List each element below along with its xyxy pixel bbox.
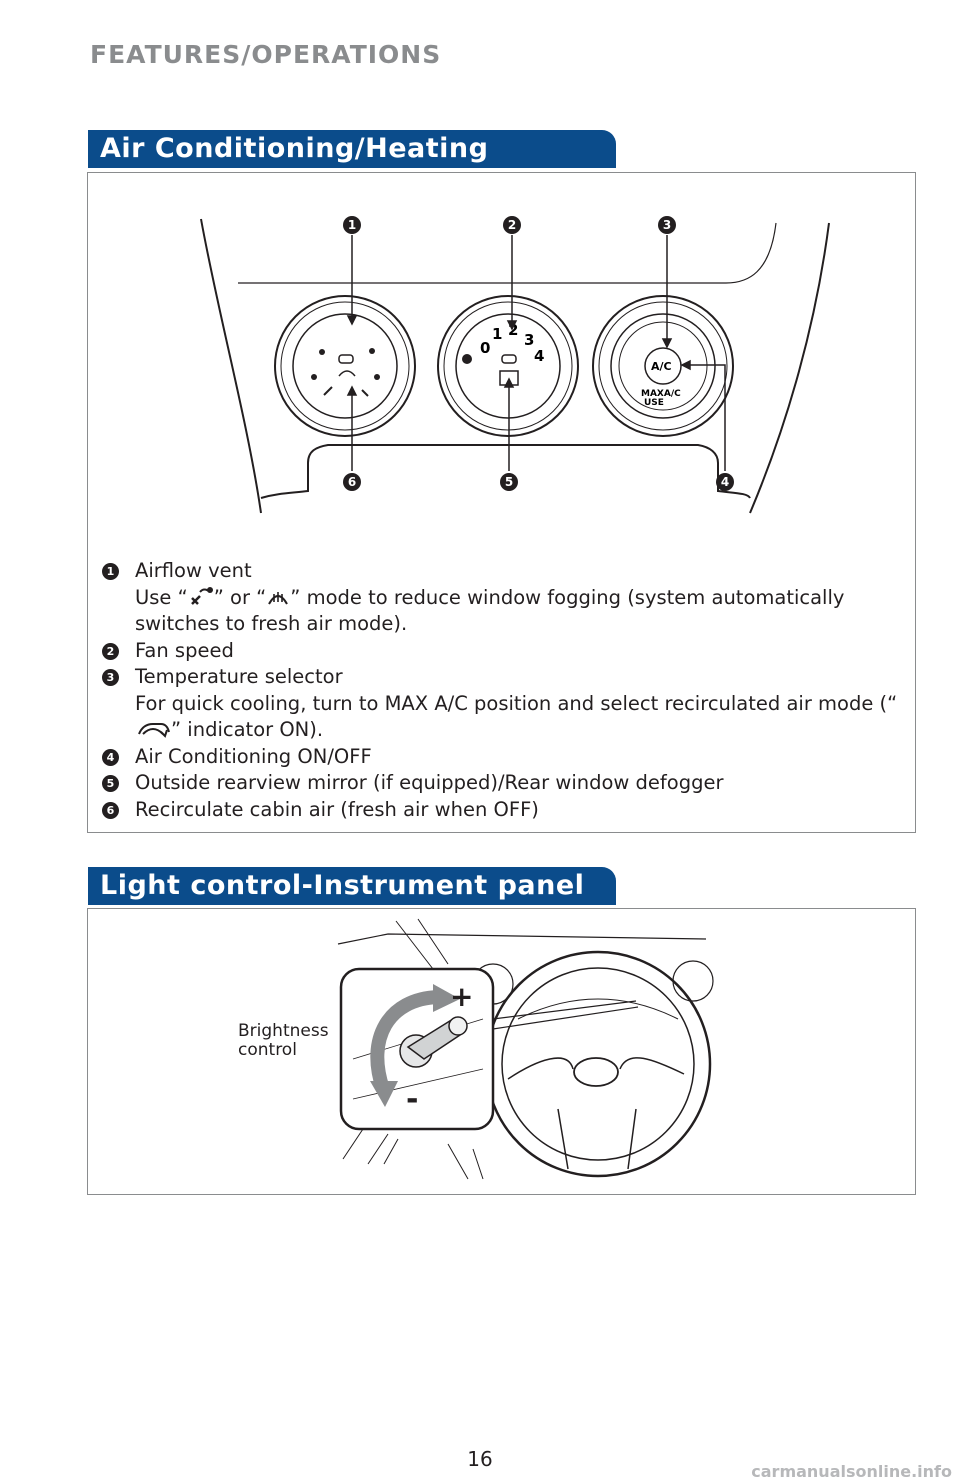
legend-title: Fan speed <box>135 638 234 662</box>
defrost-icon <box>268 591 289 605</box>
light-control-section: Brightness control + - <box>87 908 916 1195</box>
page-header: FEATURES/OPERATIONS <box>90 40 442 69</box>
recirculate-icon <box>138 723 170 738</box>
temperature-dial[interactable]: A/C MAXA/C USE <box>592 295 734 437</box>
fan-number-4: 4 <box>534 347 544 365</box>
brightness-control-label: Brightness control <box>238 1021 329 1060</box>
legend-item-1: 1 Airflow vent Use “” or “” mode to redu… <box>98 558 898 638</box>
hvac-control-diagram: 0 1 2 3 4 A/C MAXA/C USE 1 2 <box>200 216 830 514</box>
callout-1: 1 <box>348 218 356 232</box>
minus-label: - <box>406 1082 418 1117</box>
section-title-air-conditioning: Air Conditioning/Heating <box>88 130 616 168</box>
plus-label: + <box>450 980 473 1013</box>
legend-item-5: 5 Outside rearview mirror (if equipped)/… <box>98 770 898 797</box>
legend-item-4: 4 Air Conditioning ON/OFF <box>98 744 898 771</box>
fan-number-1: 1 <box>492 325 502 343</box>
fan-number-0: 0 <box>480 339 490 357</box>
foot-defrost-icon <box>190 586 213 605</box>
legend-item-3: 3 Temperature selector For quick cooling… <box>98 664 898 744</box>
legend-number: 4 <box>102 748 119 766</box>
legend-item-6: 6 Recirculate cabin air (fresh air when … <box>98 797 898 824</box>
legend-number: 2 <box>102 642 119 660</box>
legend-number: 3 <box>102 669 119 686</box>
callout-3: 3 <box>663 218 671 232</box>
legend-description: Use “” or “” mode to reduce window foggi… <box>135 585 845 636</box>
legend-item-2: 2 Fan speed <box>98 638 898 665</box>
instrument-panel-illustration: + - <box>337 918 714 1180</box>
ac-button-label: A/C <box>651 360 672 373</box>
air-conditioning-section: 0 1 2 3 4 A/C MAXA/C USE 1 2 <box>87 172 916 833</box>
legend-number: 5 <box>102 775 119 792</box>
legend-title: Air Conditioning ON/OFF <box>135 744 372 768</box>
legend-title: Temperature selector <box>135 665 343 688</box>
fan-number-2: 2 <box>508 321 518 339</box>
legend-title: Airflow vent <box>135 559 252 582</box>
hvac-legend: 1 Airflow vent Use “” or “” mode to redu… <box>98 558 898 823</box>
fan-number-3: 3 <box>524 331 534 349</box>
airflow-dial[interactable] <box>274 295 416 437</box>
callout-4: 4 <box>721 475 729 489</box>
callout-6: 6 <box>348 475 356 489</box>
legend-description: For quick cooling, turn to MAX A/C posit… <box>135 691 898 742</box>
callout-2: 2 <box>508 218 516 232</box>
legend-title: Recirculate cabin air (fresh air when OF… <box>135 797 539 821</box>
page-number: 16 <box>467 1447 493 1471</box>
use-label: USE <box>644 398 664 408</box>
callout-5: 5 <box>505 475 513 489</box>
legend-number: 1 <box>102 563 119 580</box>
max-ac-label: MAXA/C <box>641 389 681 399</box>
legend-number: 6 <box>102 801 119 819</box>
section-title-light-control: Light control-Instrument panel <box>88 867 616 905</box>
watermark: carmanualsonline.info <box>751 1462 952 1481</box>
legend-title: Outside rearview mirror (if equipped)/Re… <box>135 771 724 794</box>
fan-speed-dial[interactable]: 0 1 2 3 4 <box>437 295 579 437</box>
